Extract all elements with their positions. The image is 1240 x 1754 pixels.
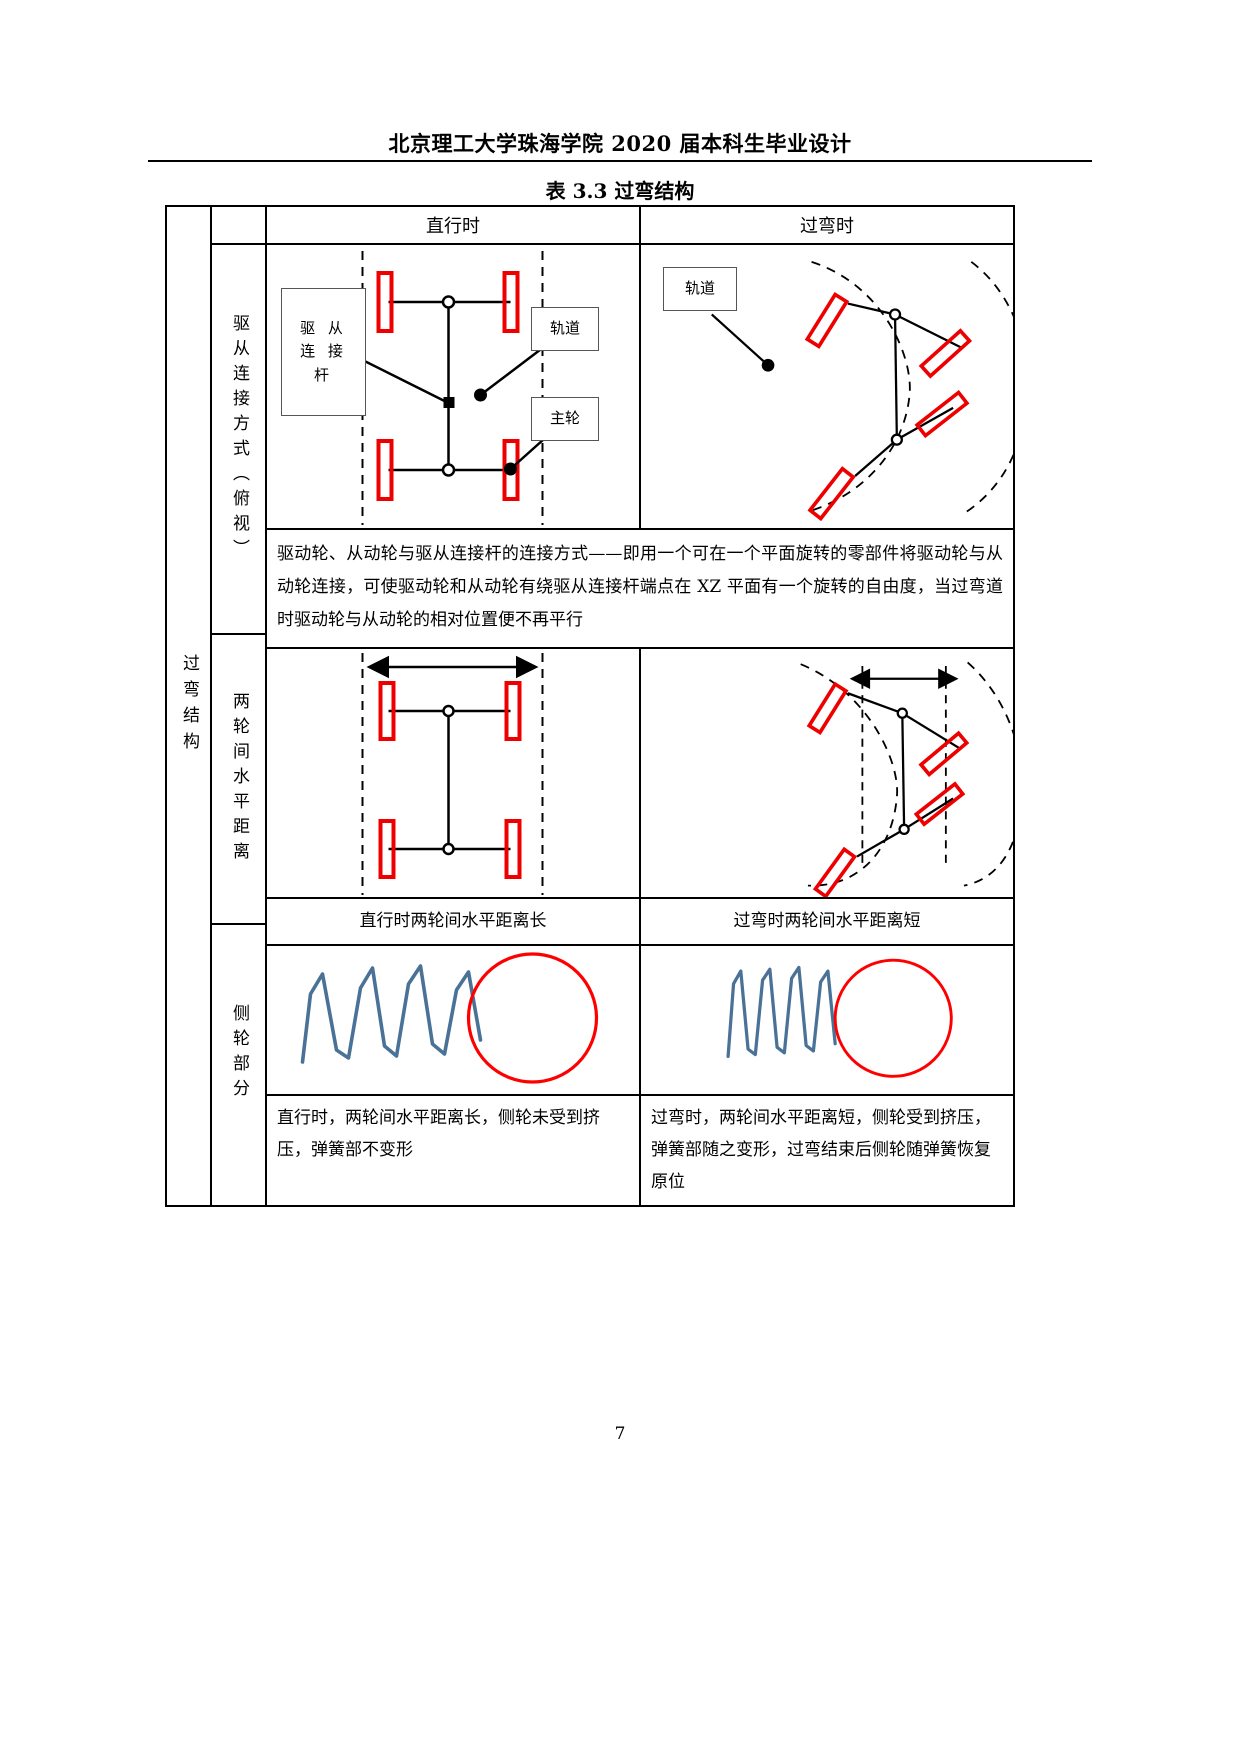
row-sidewheel-captions: 直行时，两轮间水平距离长，侧轮未受到挤压，弹簧部不变形 过弯时，两轮间水平距离短… — [267, 1095, 1013, 1205]
linkage-curve-svg — [711, 260, 1013, 522]
callout-track-curve: 轨道 — [663, 267, 737, 311]
table-main-label-cell: 过弯结构 — [167, 207, 212, 1205]
sublabel-cell-sidewheel: 侧轮部分 — [212, 925, 265, 1183]
diagram-sidewheel-straight — [267, 945, 641, 1094]
table-header-row: 直行时 过弯时 — [267, 207, 1013, 245]
callout-driver-link: 驱 从 连 接 杆 — [281, 288, 366, 416]
linkage-straight-svg — [311, 251, 550, 525]
diagram-linkage-curve: 轨道 — [641, 245, 1013, 528]
callout-track-straight: 轨道 — [531, 307, 599, 351]
sublabel-sidewheel: 侧轮部分 — [229, 1004, 249, 1104]
row-linkage-diagrams: 驱 从 连 接 杆 轨道 主轮 — [267, 245, 1013, 530]
row-linkage-paragraph: 驱动轮、从动轮与驱从连接杆的连接方式——即用一个可在一个平面旋转的零部件将驱动轮… — [267, 530, 1013, 650]
table-sublabel-column: 驱从连接方式（俯视） 两轮间水平距离 侧轮部分 — [212, 207, 267, 1205]
sublabel-linkage: 驱从连接方式（俯视） — [229, 314, 249, 564]
caption-spacing-curve: 过弯时两轮间水平距离短 — [733, 911, 921, 932]
diagram-linkage-straight: 驱 从 连 接 杆 轨道 主轮 — [267, 245, 641, 528]
table-caption: 表 3.3 过弯结构 — [545, 179, 695, 203]
diagram-spacing-curve — [641, 649, 1013, 898]
header-straight: 直行时 — [267, 207, 641, 243]
row-sidewheel-diagrams — [267, 945, 1013, 1096]
sublabel-cell-spacing: 两轮间水平距离 — [212, 635, 265, 925]
diagram-sidewheel-curve — [641, 946, 1013, 1094]
caption-sidewheel-straight: 直行时，两轮间水平距离长，侧轮未受到挤压，弹簧部不变形 — [267, 1095, 641, 1205]
callout-driver-link-text: 驱 从 连 接 杆 — [300, 319, 347, 384]
sublabel-cell-linkage: 驱从连接方式（俯视） — [212, 245, 265, 635]
callout-track-curve-text: 轨道 — [684, 279, 715, 298]
row-spacing-captions: 直行时两轮间水平距离长 过弯时两轮间水平距离短 — [267, 899, 1013, 946]
spacing-curve-svg — [800, 662, 1013, 898]
table-body: 直行时 过弯时 — [267, 207, 1013, 1205]
structure-table: 过弯结构 驱从连接方式（俯视） 两轮间水平距离 侧轮部分 直行时 过弯时 — [165, 205, 1015, 1207]
caption-sidewheel-curve: 过弯时，两轮间水平距离短，侧轮受到挤压，弹簧部随之变形，过弯结束后侧轮随弹簧恢复… — [651, 1107, 991, 1193]
header-curve: 过弯时 — [800, 216, 854, 237]
sidewheel-straight-svg — [300, 952, 599, 1084]
row-spacing-diagrams — [267, 649, 1013, 900]
caption-spacing-straight: 直行时两轮间水平距离长 — [267, 899, 641, 944]
page-number: 7 — [614, 1424, 626, 1444]
spacing-straight-svg — [361, 653, 544, 896]
callout-track-straight-text: 轨道 — [549, 319, 580, 338]
table-main-label: 过弯结构 — [179, 653, 199, 758]
sidewheel-curve-svg — [726, 958, 953, 1078]
sublabel-header-spacer — [212, 207, 265, 245]
header-rule — [148, 160, 1092, 162]
sublabel-spacing: 两轮间水平距离 — [229, 691, 249, 867]
callout-main-wheel-text: 主轮 — [549, 409, 580, 428]
diagram-spacing-straight — [267, 649, 641, 898]
callout-main-wheel: 主轮 — [531, 397, 599, 441]
running-header: 北京理工大学珠海学院 2020 届本科生毕业设计 — [388, 131, 852, 156]
